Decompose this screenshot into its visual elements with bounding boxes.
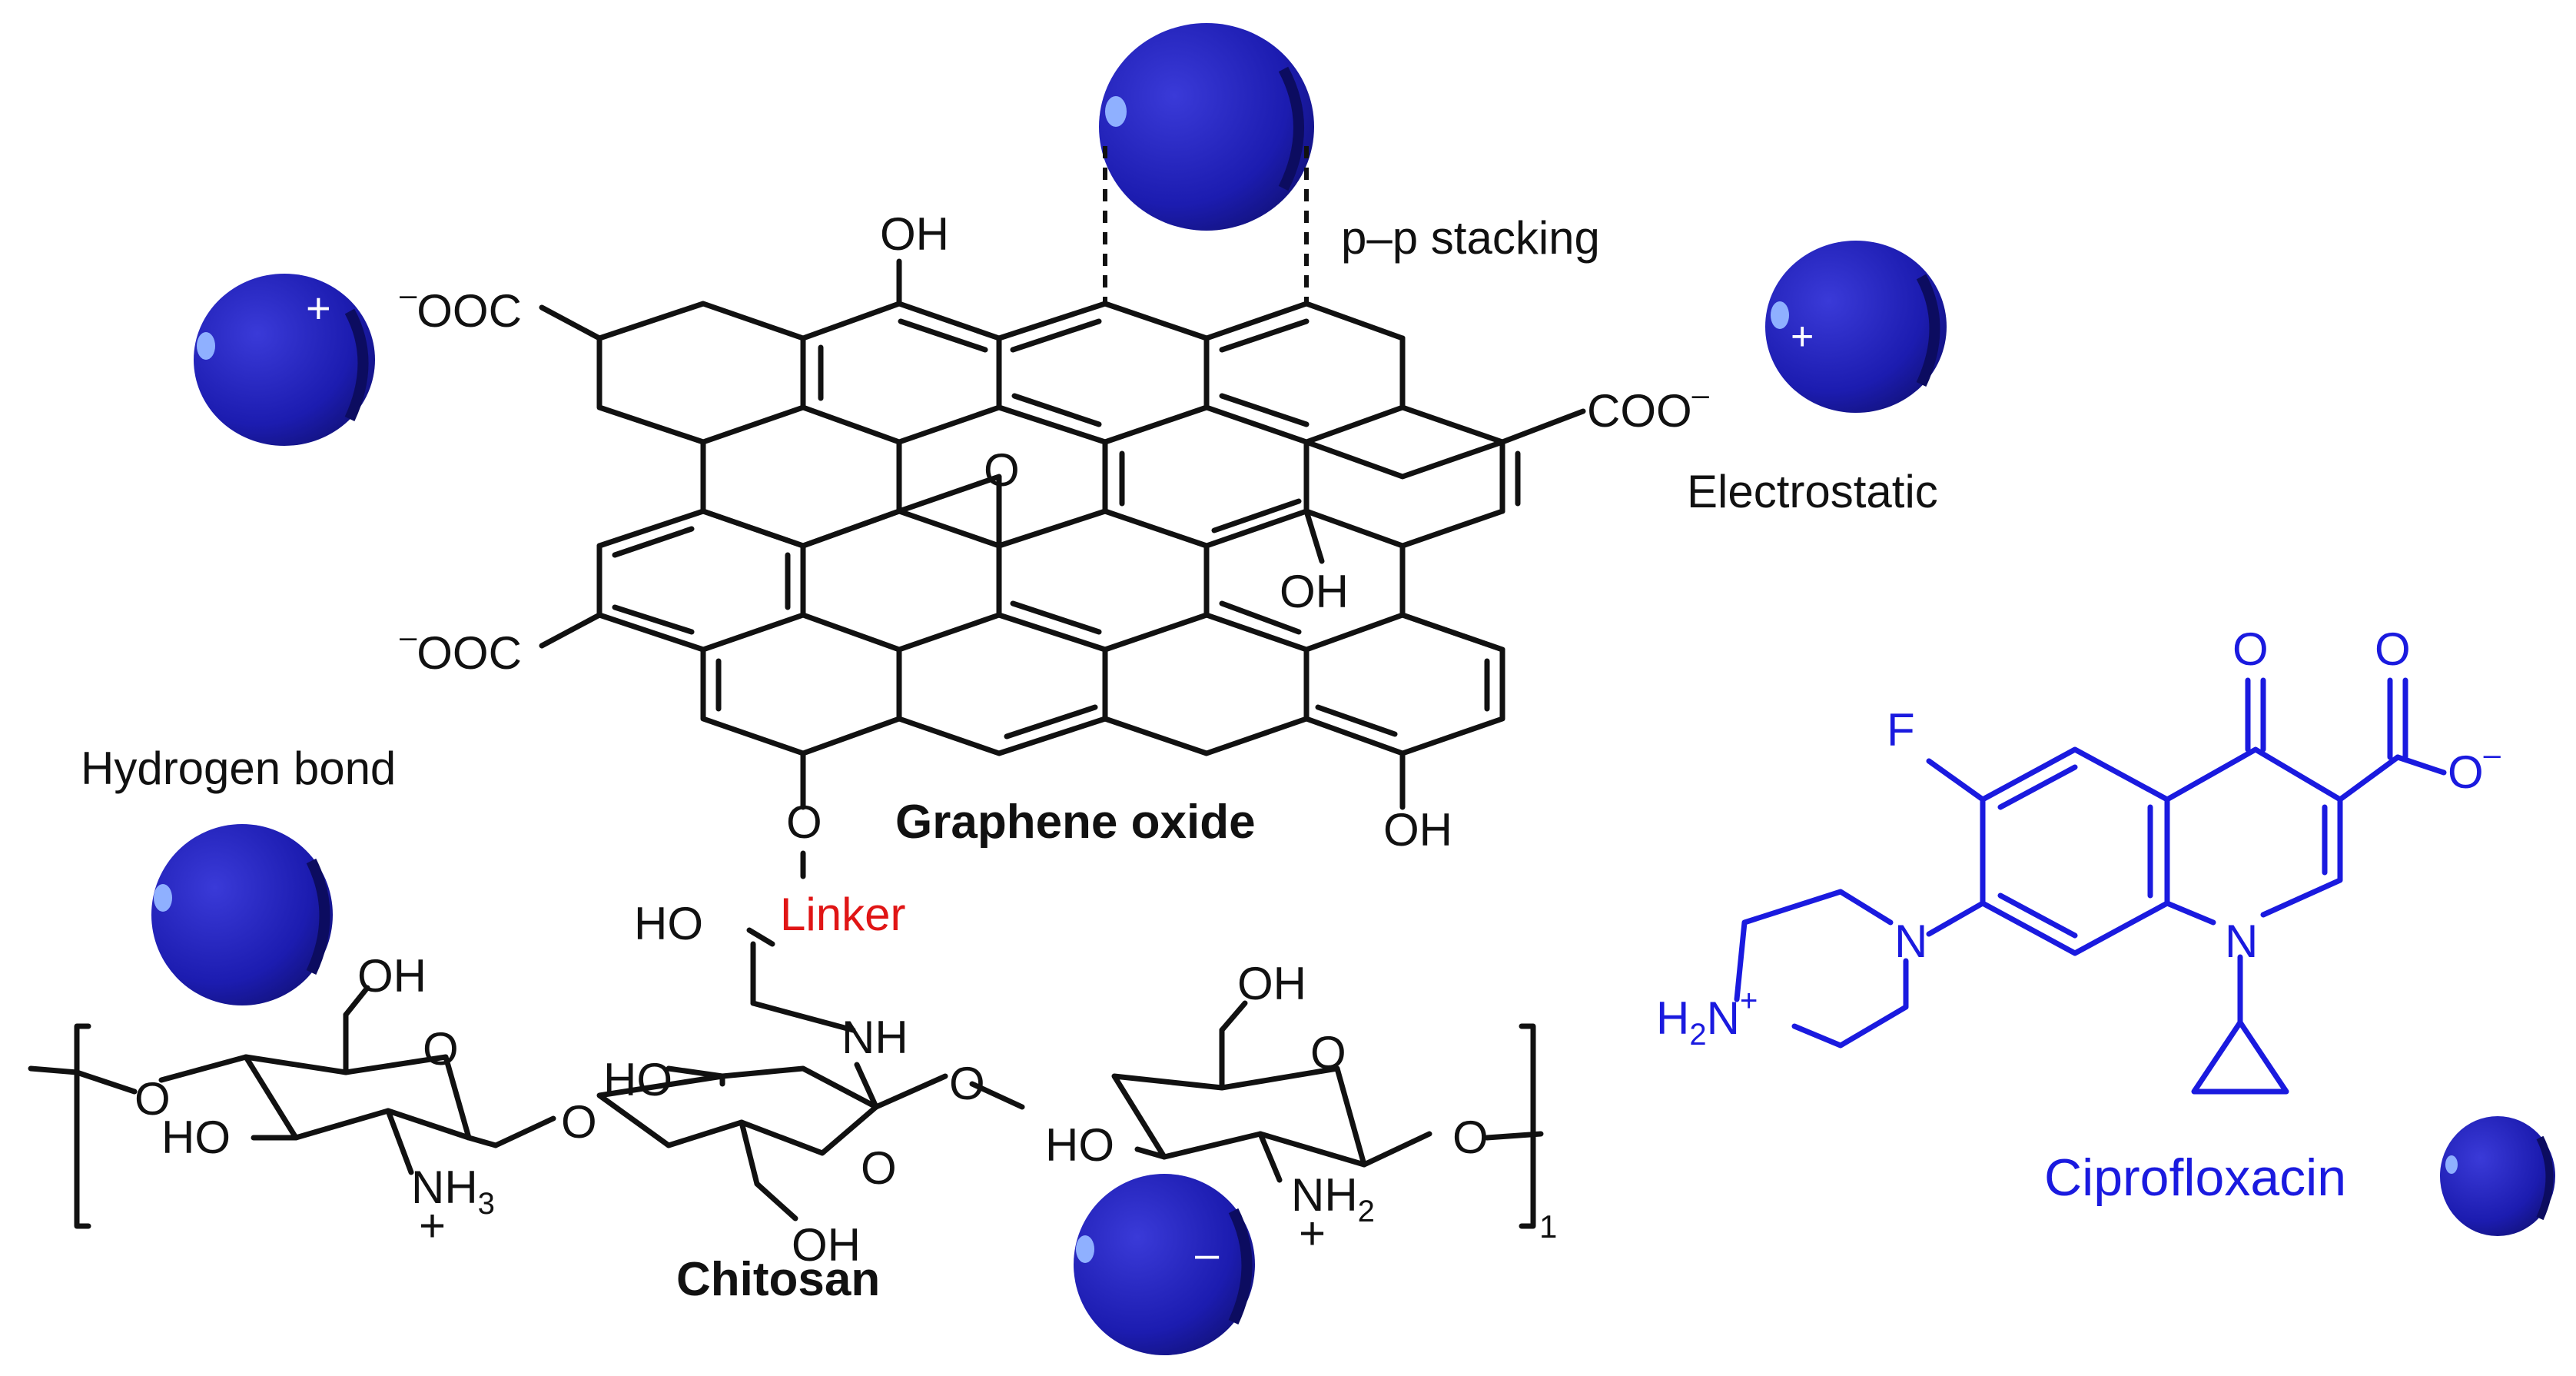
graphene-carboxylate-top: –OOC (400, 278, 522, 337)
linker-label: Linker (780, 889, 905, 940)
chitosan-nh2: NH2 (1291, 1169, 1375, 1228)
graphene-oxide-title: Graphene oxide (895, 796, 1256, 849)
graphene-epoxide-o: O (984, 444, 1020, 496)
chitosan-oh-1: OH (357, 950, 427, 1002)
cipro-f: F (1887, 704, 1915, 756)
pi-stacking-lines (1103, 146, 1309, 304)
electrostatic-label: Electrostatic (1687, 466, 1938, 517)
chitosan-ho-2: HO (603, 1054, 672, 1105)
chitosan-o-left: O (134, 1073, 171, 1125)
sphere-bottom-negative: – (1074, 1174, 1255, 1355)
chitosan-oh-2: OH (792, 1219, 861, 1271)
linker-ho: HO (634, 898, 703, 949)
chitosan-title: Chitosan (676, 1253, 880, 1306)
chitosan-nh2-charge: + (1299, 1208, 1326, 1259)
sphere-top-left: + (194, 274, 375, 446)
graphene-oh-top: OH (880, 208, 949, 260)
chitosan-o-right: O (1452, 1112, 1489, 1163)
chitosan-o-link-1: O (561, 1096, 597, 1148)
chitosan-o-link-2: O (949, 1058, 985, 1109)
pi-stacking-label: p–p stacking (1341, 212, 1600, 264)
graphene-oh-middle: OH (1280, 566, 1349, 617)
linker (746, 927, 856, 1033)
sphere-charge-minus: – (1195, 1229, 1220, 1278)
sphere-ciprofloxacin (2440, 1116, 2555, 1236)
chitosan-ho-1: HO (161, 1112, 231, 1163)
ciprofloxacin-structure (1734, 677, 2447, 1095)
cipro-ketone-o: O (2232, 623, 2269, 675)
graphene-oh-bottom: OH (1383, 804, 1452, 856)
chitosan-nh3: NH3 (411, 1162, 495, 1221)
sphere-hydrogen-bond (151, 824, 333, 1005)
sphere-charge-plus: + (306, 284, 331, 332)
cipro-quinolone-n: N (2225, 916, 2258, 967)
cipro-piperazine-n: N (1894, 916, 1927, 967)
cipro-acid-o: O (2375, 623, 2411, 675)
hydrogen-bond-label: Hydrogen bond (81, 743, 396, 794)
sphere-charge-plus: + (1791, 314, 1814, 359)
sphere-top-right: + (1765, 241, 1947, 413)
chitosan-chain (28, 985, 1544, 1229)
chitosan-oh-3: OH (1237, 958, 1306, 1009)
chitosan-ring-o-3: O (1310, 1027, 1346, 1079)
chitosan-nh3-charge: + (419, 1200, 446, 1251)
graphene-carboxylate-bottom: –OOC (400, 620, 522, 679)
cipro-carboxylate-o: O– (2448, 738, 2501, 798)
linker-nh: NH (842, 1012, 908, 1063)
graphene-oxide-sheet (539, 258, 1586, 879)
chitosan-ring-o-1: O (423, 1023, 459, 1075)
sphere-top-center (1099, 23, 1314, 231)
chitosan-ring-o-2: O (861, 1142, 897, 1194)
cipro-ammonium: H2N+ (1656, 984, 1758, 1052)
chitosan-ho-3: HO (1045, 1119, 1114, 1171)
graphene-carboxylate-right: COO– (1587, 378, 1710, 437)
ciprofloxacin-label: Ciprofloxacin (2044, 1148, 2346, 1207)
repeat-subscript: 1 (1539, 1208, 1557, 1245)
graphene-ether-o: O (786, 796, 822, 848)
